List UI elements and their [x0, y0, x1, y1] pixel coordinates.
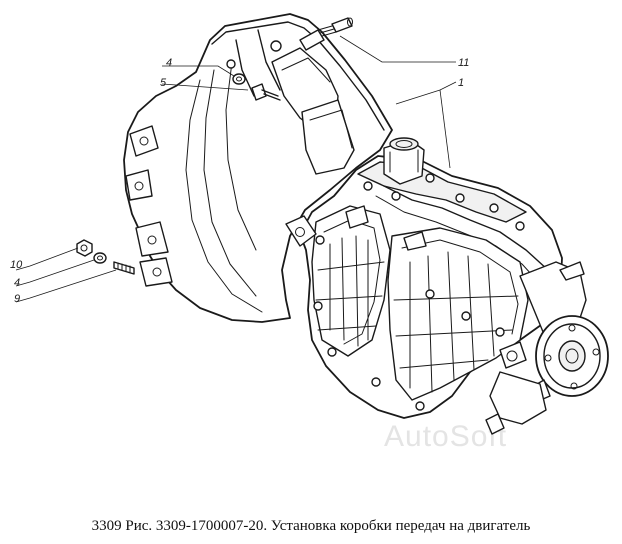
callout-leaders — [15, 35, 457, 303]
callout-11: 11 — [458, 57, 469, 69]
output-flange — [485, 261, 609, 435]
callout-9: 9 — [14, 293, 20, 305]
release-cylinder — [271, 17, 355, 175]
callout-10: 10 — [10, 259, 23, 271]
bolt-5-with-washer-4 — [232, 73, 281, 101]
stud-9-nut-10-washer-4 — [76, 239, 135, 275]
figure-caption: 3309 Рис. 3309-1700007-20. Установка кор… — [91, 518, 531, 534]
callout-5: 5 — [160, 77, 167, 89]
watermark: AutoSoft — [384, 420, 507, 453]
callout-1: 1 — [458, 77, 464, 89]
gearbox-housing — [285, 137, 563, 419]
callout-4-top: 4 — [166, 57, 172, 69]
callout-4-bottom: 4 — [14, 277, 20, 289]
